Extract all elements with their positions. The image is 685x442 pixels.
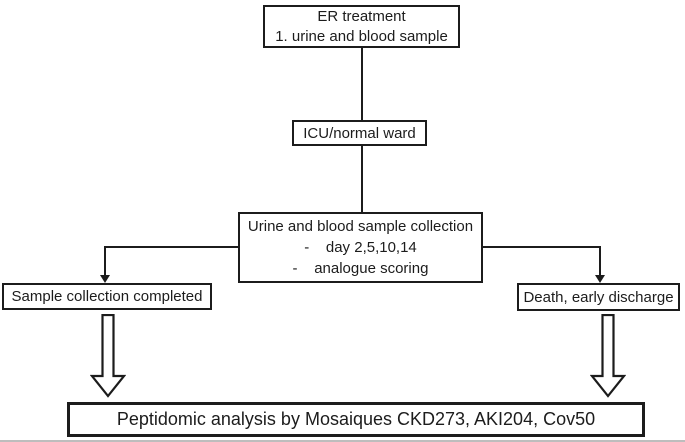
node-sample-collection-bullet1: - day 2,5,10,14: [304, 239, 417, 256]
connector-ward-to-collection: [361, 146, 363, 212]
node-icu-normal-ward: ICU/normal ward: [292, 120, 427, 146]
node-peptidomic-analysis: Peptidomic analysis by Mosaiques CKD273,…: [67, 402, 645, 437]
connector-collection-left-vertical: [104, 246, 106, 276]
connector-er-to-ward: [361, 48, 363, 120]
node-death-early-discharge: Death, early discharge: [517, 283, 680, 311]
down-arrowhead-icon: [100, 275, 110, 283]
node-er-treatment: ER treatment 1. urine and blood sample: [263, 5, 460, 48]
node-sample-collection-title: Urine and blood sample collection: [247, 218, 474, 235]
node-sample-collection-completed: Sample collection completed: [2, 283, 212, 310]
node-sample-collection-completed-label: Sample collection completed: [11, 288, 203, 305]
hollow-down-arrow-icon: [90, 314, 126, 398]
node-sample-collection: Urine and blood sample collection - day …: [238, 212, 483, 283]
node-sample-collection-bullet2: - analogue scoring: [292, 260, 429, 277]
node-death-early-discharge-label: Death, early discharge: [523, 288, 674, 306]
down-arrowhead-icon: [595, 275, 605, 283]
node-icu-normal-ward-label: ICU/normal ward: [303, 124, 416, 142]
figure-bottom-rule: [0, 440, 685, 442]
connector-collection-right-vertical: [599, 246, 601, 276]
node-er-treatment-line2: 1. urine and blood sample: [275, 27, 448, 45]
connector-collection-left-horizontal: [104, 246, 238, 248]
hollow-down-arrow-icon: [590, 314, 626, 398]
node-peptidomic-analysis-label: Peptidomic analysis by Mosaiques CKD273,…: [116, 409, 596, 429]
connector-collection-right-horizontal: [483, 246, 601, 248]
node-er-treatment-line1: ER treatment: [317, 7, 406, 25]
